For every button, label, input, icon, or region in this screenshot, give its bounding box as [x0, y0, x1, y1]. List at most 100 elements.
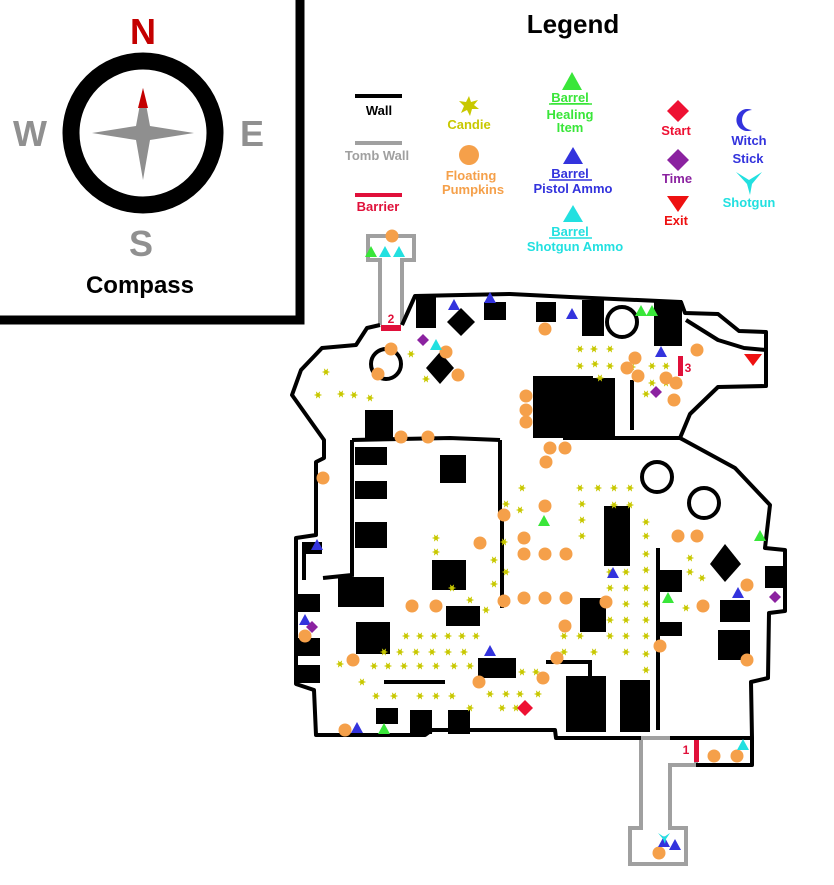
pumpkin-icon [539, 455, 553, 469]
candie-icon [641, 566, 651, 574]
candie-icon [681, 604, 691, 612]
legend-heal-label-2: Item [557, 120, 584, 135]
pumpkin-icon [405, 599, 419, 613]
pumpkin-icon [338, 723, 352, 737]
pumpkin-icon [538, 499, 552, 513]
exit-icon [744, 354, 762, 366]
exit-room-wall [684, 318, 767, 352]
candie-icon [443, 632, 453, 640]
pumpkin-icon [730, 749, 744, 763]
compass-north-needle-icon [138, 88, 148, 108]
compass-south-label: S [129, 223, 153, 264]
candie-icon [589, 345, 599, 353]
candie-icon [641, 616, 651, 624]
candie-icon [609, 484, 619, 492]
block [566, 676, 606, 732]
legend-candie-icon [459, 96, 479, 116]
candie-icon [609, 501, 619, 509]
candie-icon [447, 584, 457, 592]
pumpkin-icon [696, 599, 710, 613]
pumpkin-icon [517, 531, 531, 545]
candie-icon [621, 584, 631, 592]
candie-icon [685, 568, 695, 576]
pumpkin-icon [519, 389, 533, 403]
compass-rose-icon [92, 88, 194, 180]
shotgun-ammo-icon [379, 246, 391, 257]
block [365, 410, 393, 438]
block [355, 447, 387, 465]
candie-icon [641, 532, 651, 540]
ring-pillars [369, 305, 721, 520]
candie-icon [501, 500, 511, 508]
pistol-ammo-icon [311, 539, 323, 550]
candie-icon [501, 690, 511, 698]
legend-shotgun-icon [736, 172, 762, 195]
outer-wall-east [670, 436, 787, 740]
block [620, 680, 650, 732]
candie-icon [429, 632, 439, 640]
pistol-ammo-icon [732, 587, 744, 598]
candie-icon [399, 662, 409, 670]
candie-icon [499, 538, 509, 546]
barriers: 2 3 1 [381, 312, 699, 762]
block [484, 302, 506, 320]
legend-witch-stick-label-2: Stick [732, 151, 764, 166]
candie-icon [685, 554, 695, 562]
pumpkin-icon [519, 415, 533, 429]
candie-icon [481, 606, 491, 614]
candie-icon [431, 548, 441, 556]
pumpkin-icon [385, 229, 399, 243]
block [765, 566, 787, 588]
inner-wall-west-alcove [302, 550, 316, 580]
legend-barrier-label: Barrier [357, 199, 400, 214]
candie-icon [647, 362, 657, 370]
legend-tomb-wall-label: Tomb Wall [345, 148, 409, 163]
legend-pistol-icon [563, 147, 583, 164]
pumpkin-icon [559, 591, 573, 605]
legend-wall-label: Wall [366, 103, 392, 118]
candie-icon [389, 692, 399, 700]
pumpkin-icon [538, 591, 552, 605]
pistol-ammo-icon [484, 645, 496, 656]
barrier-3-label: 3 [685, 361, 692, 375]
candie-icon [431, 662, 441, 670]
time-icon [650, 386, 662, 398]
pumpkin-icon [298, 629, 312, 643]
pumpkin-icon [394, 430, 408, 444]
block [432, 560, 466, 590]
pumpkin-icon [473, 536, 487, 550]
block [440, 455, 466, 483]
pumpkin-icon [631, 369, 645, 383]
compass-frame [0, 0, 305, 325]
pumpkin-icon [652, 846, 666, 860]
candie-icon [501, 568, 511, 576]
block [338, 577, 384, 607]
pumpkin-icon [451, 368, 465, 382]
candie-icon [533, 690, 543, 698]
block [298, 638, 320, 656]
pumpkin-icon [384, 342, 398, 356]
pumpkin-icon [740, 653, 754, 667]
pumpkin-icon [628, 351, 642, 365]
block [582, 300, 604, 336]
block [593, 378, 615, 436]
pistol-ammo-icon [566, 308, 578, 319]
candie-icon [515, 690, 525, 698]
pumpkin-icon [558, 441, 572, 455]
candie-icon [431, 692, 441, 700]
candie-icon [465, 704, 475, 712]
healing-barrel-icon [365, 246, 377, 257]
candie-icon [531, 668, 541, 676]
candie-icon [661, 362, 671, 370]
pumpkin-icon [558, 619, 572, 633]
healing-barrel-icon [635, 305, 647, 316]
pumpkin-icon [559, 547, 573, 561]
pistol-ammo-icon [299, 614, 311, 625]
candie-icon [605, 616, 615, 624]
block [416, 296, 436, 328]
candie-icon [401, 632, 411, 640]
shotgun-ammo-icon [393, 246, 405, 257]
candie-icon [497, 704, 507, 712]
block [446, 606, 480, 626]
